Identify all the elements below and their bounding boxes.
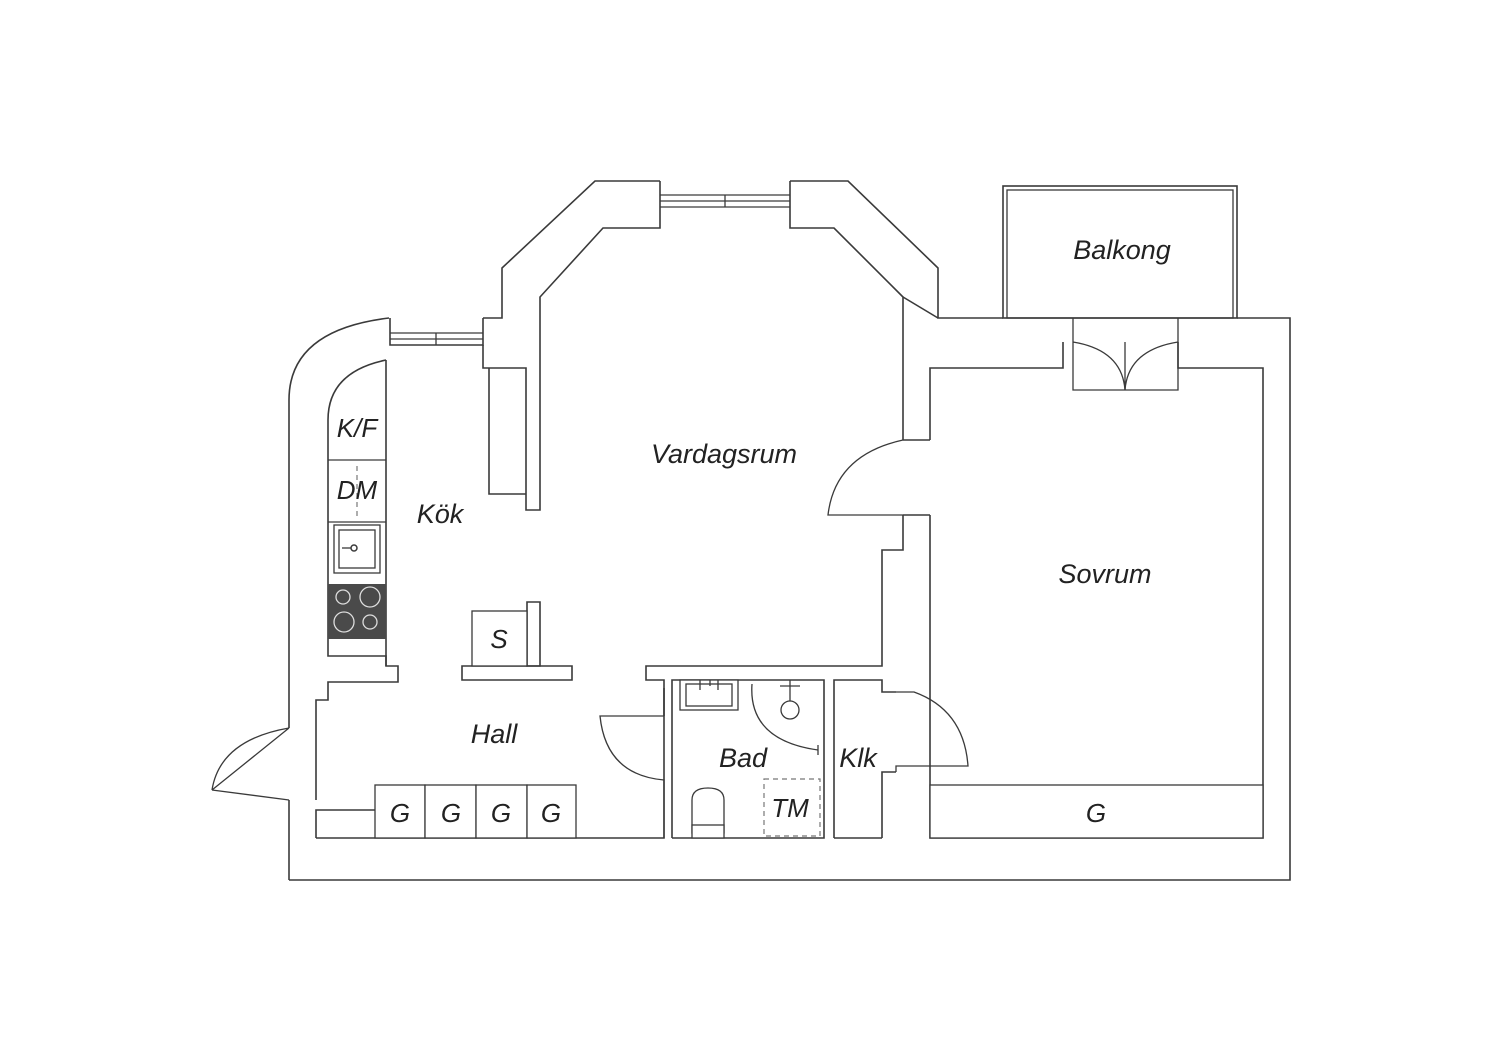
washing-machine-label: TM xyxy=(771,793,809,823)
washbasin-icon xyxy=(679,679,739,711)
labels: Balkong Vardagsrum Kök Sovrum Hall Bad K… xyxy=(337,235,1171,828)
room-label-bathroom: Bad xyxy=(719,743,768,773)
living-room-door[interactable] xyxy=(827,439,904,516)
stove-icon xyxy=(328,584,386,639)
closet-door[interactable] xyxy=(895,691,969,772)
doors xyxy=(211,318,1179,838)
room-label-hall: Hall xyxy=(471,719,519,749)
kitchen-fixtures xyxy=(328,459,528,667)
toilet-icon xyxy=(691,787,725,839)
washing-machine-placeholder xyxy=(763,778,821,837)
windows xyxy=(390,194,790,345)
shower-icon xyxy=(751,680,819,755)
cabinet-s-label: S xyxy=(490,624,508,654)
dishwasher-label: DM xyxy=(337,475,378,505)
wardrobes xyxy=(374,784,1264,839)
bedroom-wardrobe-label: G xyxy=(1086,798,1106,828)
hall-wardrobe-label: G xyxy=(541,798,561,828)
fridge-freezer-label: K/F xyxy=(337,413,380,443)
room-label-balcony: Balkong xyxy=(1073,235,1171,265)
bathroom-fixtures xyxy=(679,679,821,839)
entrance-door[interactable] xyxy=(211,727,290,791)
balcony xyxy=(1002,185,1238,319)
hall-wardrobe-label: G xyxy=(441,798,461,828)
room-label-kitchen: Kök xyxy=(417,499,465,529)
kitchen-sink xyxy=(333,524,381,574)
exterior-walls xyxy=(288,180,1291,881)
room-label-bedroom: Sovrum xyxy=(1058,559,1151,589)
room-label-closet: Klk xyxy=(839,743,878,773)
room-label-living-room: Vardagsrum xyxy=(651,439,797,469)
hall-wardrobe-label: G xyxy=(390,798,410,828)
hall-wardrobe-label: G xyxy=(491,798,511,828)
cabinet-s xyxy=(471,610,528,667)
bathroom-door[interactable] xyxy=(599,715,665,838)
